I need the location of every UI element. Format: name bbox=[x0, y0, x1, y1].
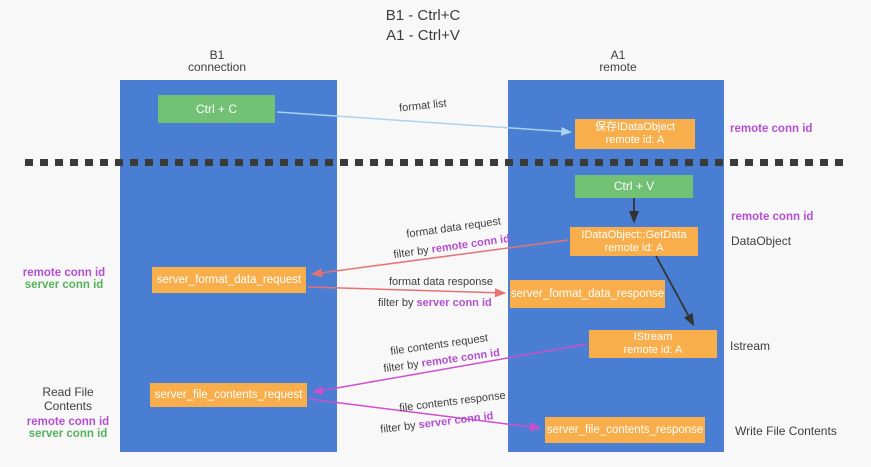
istream-line1: IStream bbox=[633, 331, 673, 343]
left-column-header: B1 connection bbox=[147, 49, 287, 73]
filter-by-text: filter by bbox=[382, 358, 420, 376]
left-conn-id-group-top: remote conn id server conn id bbox=[18, 267, 110, 291]
server-file-contents-response-node: server_file_contents_response bbox=[545, 417, 705, 443]
save-dataobject-node: 保存IDataObject remote id: A bbox=[575, 119, 695, 149]
dataobject-label: DataObject bbox=[731, 234, 792, 248]
server-file-contents-request-node: server_file_contents_request bbox=[150, 383, 307, 407]
left-column-name: B1 bbox=[209, 48, 225, 62]
save-dataobject-line1: 保存IDataObject bbox=[594, 121, 676, 133]
left-server-conn-id-label: server conn id bbox=[24, 279, 104, 291]
remote-conn-id-text: remote conn id bbox=[430, 232, 511, 256]
server-conn-id-text: server conn id bbox=[417, 410, 495, 432]
ctrl-v-label: Ctrl + V bbox=[613, 179, 655, 193]
save-dataobject-line2: remote id: A bbox=[605, 134, 665, 146]
left-column-role: connection bbox=[187, 60, 247, 74]
remote-conn-id-label-top: remote conn id bbox=[730, 123, 813, 135]
right-column-name: A1 bbox=[610, 48, 626, 62]
server-format-data-request-label: server_format_data_request bbox=[156, 273, 302, 286]
diagram-title: B1 - Ctrl+C A1 - Ctrl+V bbox=[298, 6, 548, 46]
filter-by-text: filter by bbox=[392, 244, 430, 262]
left-conn-id-group-bottom: Read File Contents remote conn id server… bbox=[18, 385, 118, 440]
file-contents-response-filter-label: filter by server conn id bbox=[380, 410, 494, 436]
right-column-role: remote bbox=[599, 60, 637, 74]
istream-node: IStream remote id: A bbox=[589, 330, 717, 358]
server-conn-id-text: server conn id bbox=[416, 297, 492, 309]
left-server-conn-id-label: server conn id bbox=[28, 428, 108, 440]
server-format-data-response-node: server_format_data_response bbox=[510, 280, 665, 308]
read-file-contents-label: Read File Contents bbox=[42, 385, 94, 413]
filter-by-text: filter by bbox=[378, 297, 414, 309]
getdata-line1: IDataObject::GetData bbox=[581, 228, 687, 241]
ctrl-v-node: Ctrl + V bbox=[575, 175, 693, 198]
write-file-contents-label: Write File Contents bbox=[735, 424, 837, 438]
ctrl-c-label: Ctrl + C bbox=[195, 101, 237, 116]
server-format-data-request-node: server_format_data_request bbox=[152, 267, 306, 293]
format-data-response-filter-label: filter by server conn id bbox=[378, 297, 492, 309]
istream-side-label: Istream bbox=[730, 339, 771, 353]
title-line-2: A1 - Ctrl+V bbox=[386, 27, 460, 44]
right-column-header: A1 remote bbox=[548, 49, 688, 73]
server-file-contents-request-label: server_file_contents_request bbox=[154, 388, 303, 401]
left-remote-conn-id-label: remote conn id bbox=[22, 267, 106, 279]
getdata-line2: remote id: A bbox=[604, 241, 664, 254]
server-format-data-response-label: server_format_data_response bbox=[510, 287, 665, 300]
istream-line2: remote id: A bbox=[623, 344, 683, 356]
format-list-label: format list bbox=[398, 97, 448, 115]
server-file-contents-response-label: server_file_contents_response bbox=[546, 423, 704, 436]
title-line-1: B1 - Ctrl+C bbox=[385, 7, 461, 24]
format-data-response-label: format data response bbox=[389, 276, 493, 288]
remote-conn-id-label-mid: remote conn id bbox=[731, 211, 814, 223]
left-remote-conn-id-label: remote conn id bbox=[26, 416, 110, 428]
ctrl-c-node: Ctrl + C bbox=[158, 95, 275, 123]
getdata-node: IDataObject::GetData remote id: A bbox=[570, 227, 698, 256]
filter-by-text: filter by bbox=[379, 419, 417, 436]
dashed-separator bbox=[25, 159, 846, 166]
